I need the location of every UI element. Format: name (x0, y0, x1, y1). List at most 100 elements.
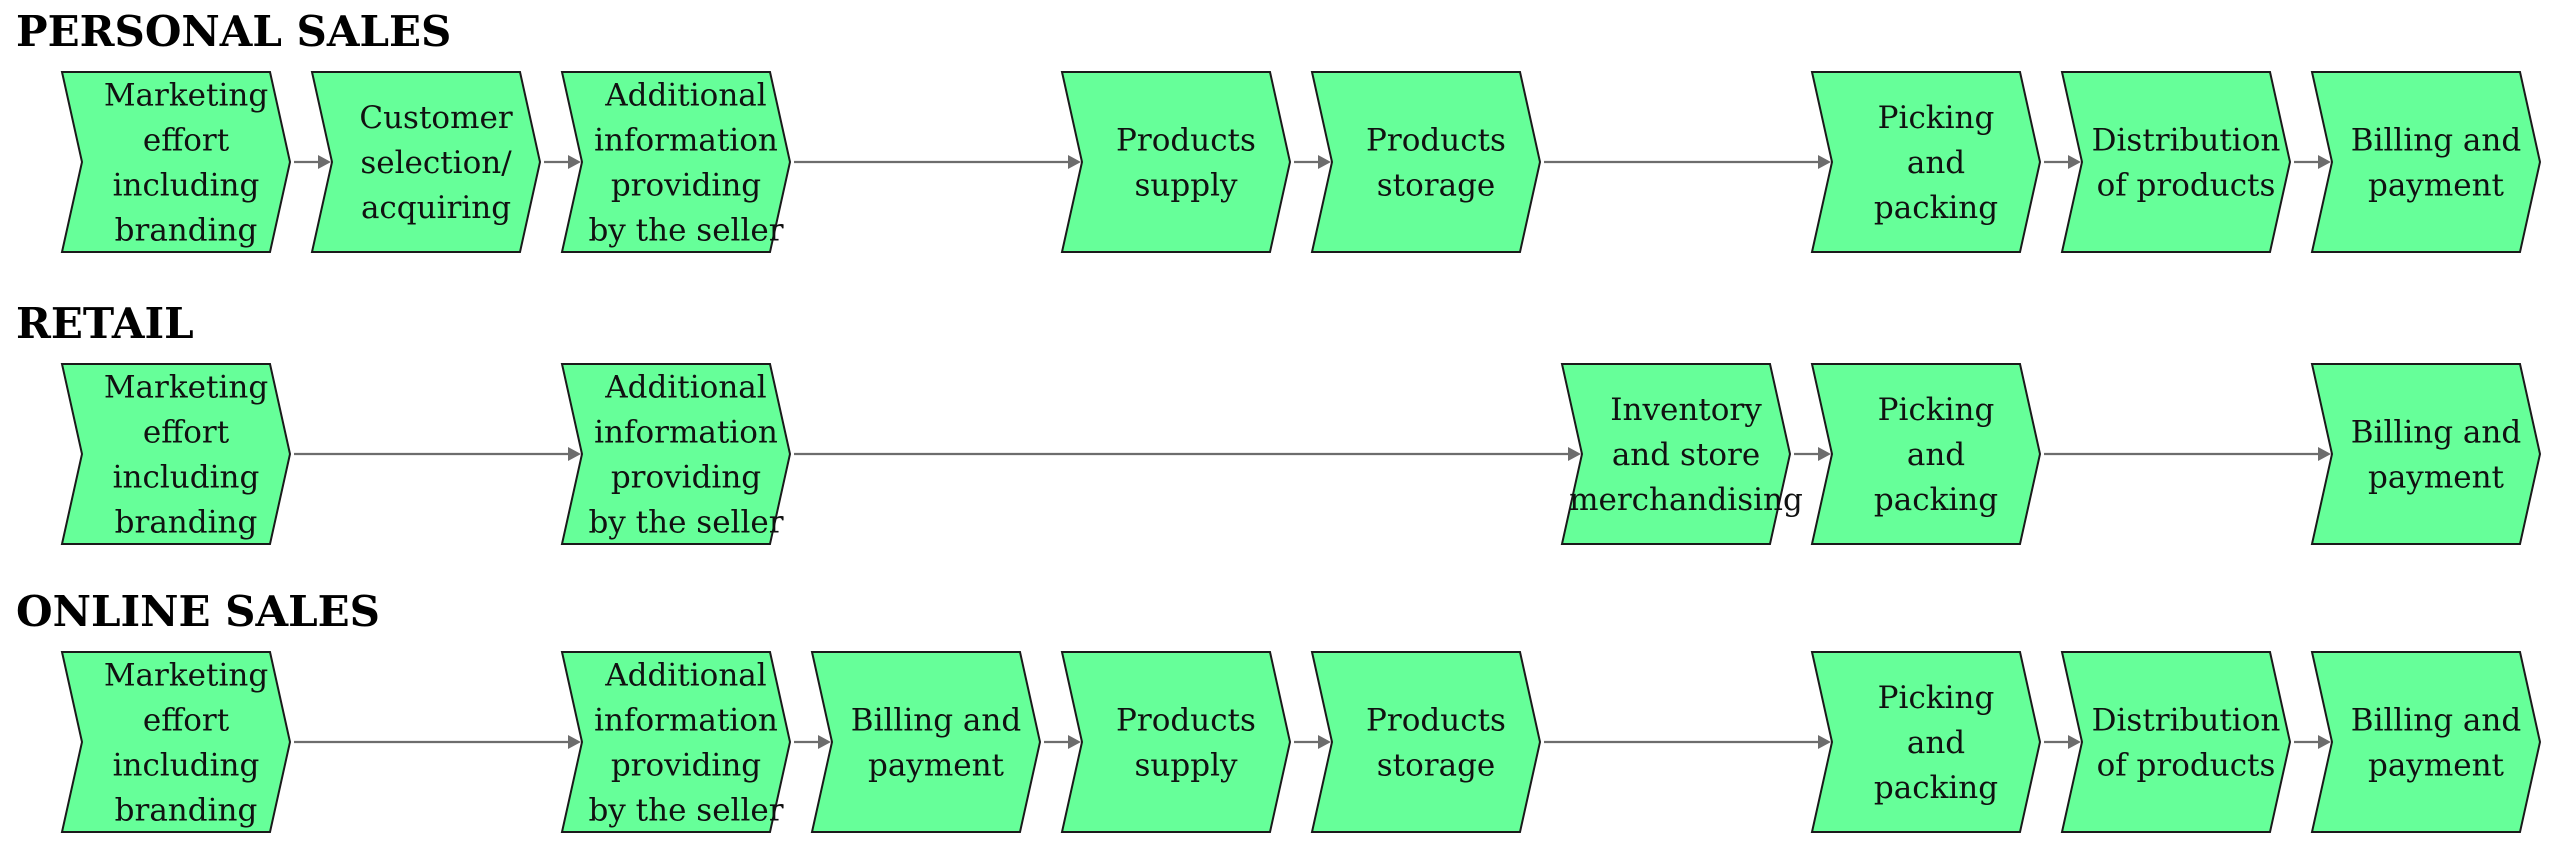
flow-arrowhead (1568, 447, 1581, 461)
flow-arrowhead (1318, 735, 1331, 749)
flow-arrow-picking-and-packing-to-distribution-of-products (2044, 155, 2081, 169)
row-title: ONLINE SALES (16, 587, 380, 636)
step-chevron-shape (1810, 71, 2042, 253)
flow-arrow-distribution-of-products-to-billing-and-payment (2294, 735, 2331, 749)
step-chevron-shape (2060, 651, 2292, 833)
step-label-line: information (594, 415, 778, 451)
step-label-line: Marketing (104, 658, 268, 694)
flow-arrowhead (2318, 735, 2331, 749)
step-label-line: providing (611, 748, 761, 784)
flow-arrowhead (818, 735, 831, 749)
step-chevron-shape (2310, 651, 2542, 833)
step-chevron-shape (560, 651, 792, 833)
step-label-line: Marketing (104, 78, 268, 114)
step-marketing-effort-including-branding: Marketing effort including branding (60, 651, 292, 833)
step-label-line: by the seller (588, 505, 783, 541)
step-chevron-shape (2310, 363, 2542, 545)
flow-arrow-customer-selection-acquiring-to-additional-information-providing-by-the-seller (544, 155, 581, 169)
flow-arrow-additional-information-providing-by-the-seller-to-inventory-and-store-merchandising (794, 447, 1581, 461)
step-label-line: including (113, 460, 260, 496)
step-label-line: providing (611, 460, 761, 496)
step-products-storage: Products storage (1310, 71, 1542, 253)
step-label-line: Additional (604, 370, 766, 406)
step-label-line: Products (1366, 123, 1506, 159)
step-label-line: acquiring (361, 190, 511, 226)
flow-arrowhead (1318, 155, 1331, 169)
flow-arrow-products-storage-to-picking-and-packing (1544, 735, 1831, 749)
step-label-line: Picking (1878, 392, 1995, 428)
flow-arrowhead (1818, 735, 1831, 749)
flow-arrowhead (2068, 155, 2081, 169)
step-label-line: including (113, 748, 260, 784)
flow-arrow-additional-information-providing-by-the-seller-to-billing-and-payment (794, 735, 831, 749)
step-chevron-shape (2310, 71, 2542, 253)
step-label-line: Billing and (2351, 703, 2521, 739)
flow-arrowhead (568, 155, 581, 169)
step-billing-and-payment: Billing and payment (2310, 651, 2542, 833)
step-label-line: information (594, 703, 778, 739)
flow-arrowhead (2318, 447, 2331, 461)
step-label-line: Inventory (1610, 392, 1762, 428)
step-chevron-shape (1310, 651, 1542, 833)
step-label-line: and (1907, 145, 1965, 181)
step-label-line: Products (1116, 123, 1256, 159)
flow-arrow-billing-and-payment-to-products-supply (1044, 735, 1081, 749)
step-label-line: Billing and (2351, 123, 2521, 159)
step-label-line: of products (2097, 748, 2276, 784)
flow-arrow-marketing-effort-including-branding-to-additional-information-providing-by-the-seller (294, 447, 581, 461)
step-label-line: and (1907, 725, 1965, 761)
flow-arrowhead (1068, 155, 1081, 169)
step-label-line: packing (1874, 482, 1998, 518)
step-label-line: storage (1377, 748, 1496, 784)
step-chevron-shape (810, 651, 1042, 833)
step-label-line: payment (2368, 748, 2505, 784)
step-label-line: supply (1135, 748, 1238, 784)
step-chevron-shape (60, 71, 292, 253)
flow-arrow-marketing-effort-including-branding-to-additional-information-providing-by-the-seller (294, 735, 581, 749)
step-label-line: Picking (1878, 100, 1995, 136)
step-label-line: supply (1135, 168, 1238, 204)
step-label-line: by the seller (588, 213, 783, 249)
step-chevron-shape (560, 71, 792, 253)
flow-arrow-inventory-and-store-merchandising-to-picking-and-packing (1794, 447, 1831, 461)
flow-arrow-picking-and-packing-to-distribution-of-products (2044, 735, 2081, 749)
step-label-line: branding (115, 505, 258, 541)
step-chevron-shape (1560, 363, 1792, 545)
flow-arrowhead (568, 447, 581, 461)
step-label-line: including (113, 168, 260, 204)
step-additional-information-providing-by-the-seller: Additional information providing by the sel… (560, 651, 792, 833)
row-title: RETAIL (16, 299, 194, 348)
step-label-line: payment (2368, 460, 2505, 496)
step-chevron-shape (1060, 651, 1292, 833)
flow-arrow-additional-information-providing-by-the-seller-to-products-supply (794, 155, 1081, 169)
step-chevron-shape (60, 363, 292, 545)
step-label-line: storage (1377, 168, 1496, 204)
step-label-line: Marketing (104, 370, 268, 406)
flow-arrow-marketing-effort-including-branding-to-customer-selection-acquiring (294, 155, 331, 169)
row-personal-sales: PERSONAL SALESMarketingeffortincludingbr… (16, 7, 2542, 253)
step-label-line: branding (115, 793, 258, 829)
step-label-line: effort (143, 703, 230, 739)
step-label-line: Billing and (2351, 415, 2521, 451)
step-chevron-shape (1310, 71, 1542, 253)
step-chevron-shape (2060, 71, 2292, 253)
row-retail: RETAILMarketingeffortincludingbrandingAd… (16, 299, 2542, 545)
step-label-line: Additional (604, 658, 766, 694)
step-label-line: and (1907, 437, 1965, 473)
step-label-line: Billing and (851, 703, 1021, 739)
step-label-line: by the seller (588, 793, 783, 829)
step-label-line: Additional (604, 78, 766, 114)
step-label-line: Picking (1878, 680, 1995, 716)
step-chevron-shape (560, 363, 792, 545)
